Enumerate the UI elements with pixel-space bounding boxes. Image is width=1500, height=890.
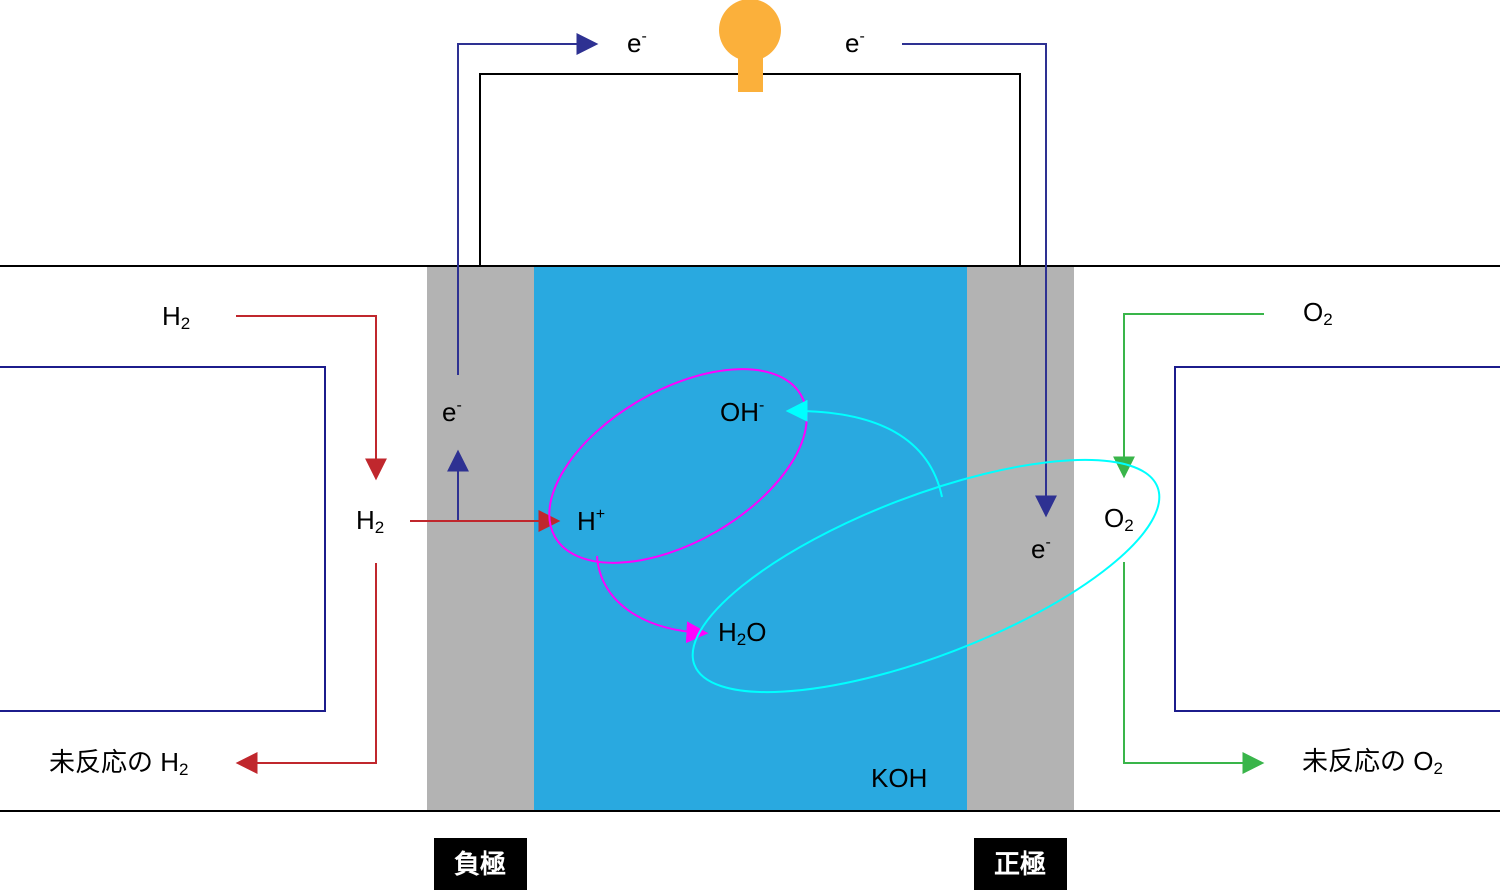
magenta-reaction-loop: [548, 368, 808, 564]
hydroxide-label: OH-: [720, 397, 764, 427]
cathode-label: 正極: [994, 850, 1046, 880]
electrolyte-region: [534, 266, 967, 811]
light-bulb-icon: [719, 0, 781, 92]
unreacted-hydrogen-label: 未反応の H2: [49, 747, 188, 779]
anode-label-box: 負極: [434, 838, 527, 890]
unreacted-oxygen-label: 未反応の O2: [1302, 746, 1443, 778]
anode-label: 負極: [454, 850, 506, 880]
hydrogen-chamber-outline: [0, 366, 326, 712]
magenta-to-water-arrow: [596, 555, 709, 644]
oxygen-mid-label: O2: [1104, 503, 1134, 535]
electrolyte-label: KOH: [871, 763, 927, 793]
cathode-electrode: [967, 266, 1074, 811]
oxygen-inlet-label: O2: [1303, 297, 1333, 329]
anode-electrode: [427, 266, 534, 811]
oxygen-chamber-outline: [1174, 366, 1500, 712]
hydrogen-outlet-arrow: [235, 563, 377, 774]
cyan-reaction-loop: [691, 458, 1161, 694]
hydrogen-mid-label: H2: [356, 505, 384, 537]
anode-electron-label: e-: [442, 397, 462, 427]
proton-label: H+: [577, 506, 605, 536]
hydrogen-inlet-label: H2: [162, 301, 190, 333]
cathode-label-box: 正極: [974, 838, 1067, 890]
electron-flow-out-arrow: [457, 33, 599, 375]
electron-label-top-right: e-: [845, 28, 865, 58]
external-wire: [479, 73, 1021, 266]
oxygen-inlet-arrow: [1113, 313, 1264, 479]
hydrogen-inlet-arrow: [236, 315, 387, 481]
electron-label-top-left: e-: [627, 28, 647, 58]
electron-flow-in-arrow: [902, 43, 1057, 518]
water-label: H2O: [718, 617, 766, 649]
cathode-electron-label: e-: [1031, 534, 1051, 564]
oxygen-outlet-arrow: [1123, 562, 1265, 774]
cyan-to-hydroxide-arrow: [785, 399, 943, 498]
